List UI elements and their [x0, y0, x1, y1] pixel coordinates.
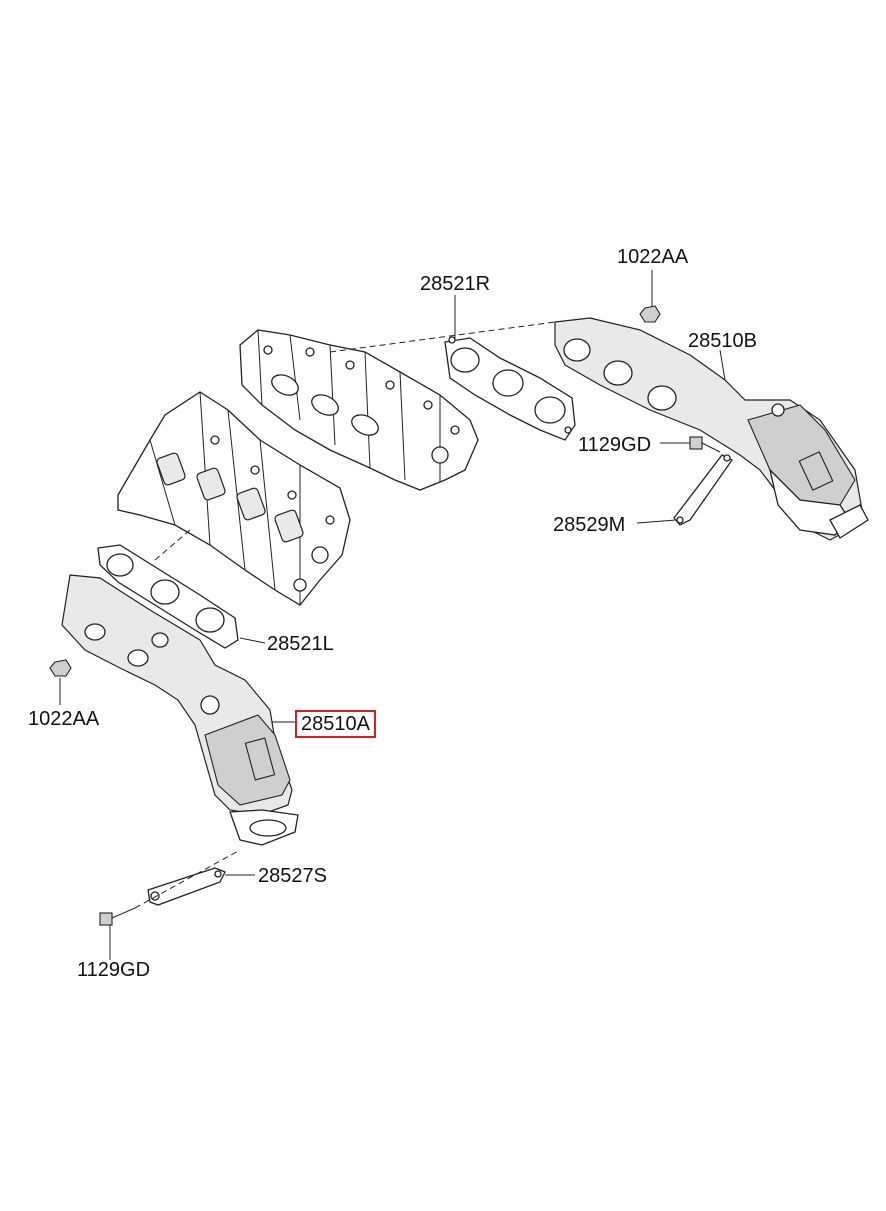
nut-right	[639, 305, 661, 323]
bolt-left	[99, 907, 136, 926]
cylinder-head-right	[239, 329, 479, 491]
cylinder-head-left	[117, 391, 351, 606]
label-nut-top: 1022AA	[617, 246, 689, 268]
label-stay-right: 28529M	[553, 514, 626, 536]
exhaust-manifold-right	[554, 317, 869, 541]
gasket-right	[444, 336, 576, 441]
stay-left	[147, 867, 226, 906]
label-stay-left: 28527S	[258, 865, 327, 887]
label-manifold-right: 28510B	[688, 330, 757, 352]
stay-right	[673, 454, 733, 526]
label-bolt-right: 1129GD	[578, 434, 652, 456]
leader-lines	[59, 270, 726, 960]
label-manifold-left[interactable]: 28510A	[295, 710, 376, 738]
exhaust-manifold-left	[61, 574, 299, 846]
nut-left	[49, 659, 72, 677]
gasket-left	[97, 544, 239, 649]
label-gasket-left: 28521L	[267, 633, 334, 655]
label-bolt-left: 1129GD	[77, 959, 151, 981]
label-gasket-right: 28521R	[420, 273, 491, 295]
label-nut-left: 1022AA	[28, 708, 100, 730]
